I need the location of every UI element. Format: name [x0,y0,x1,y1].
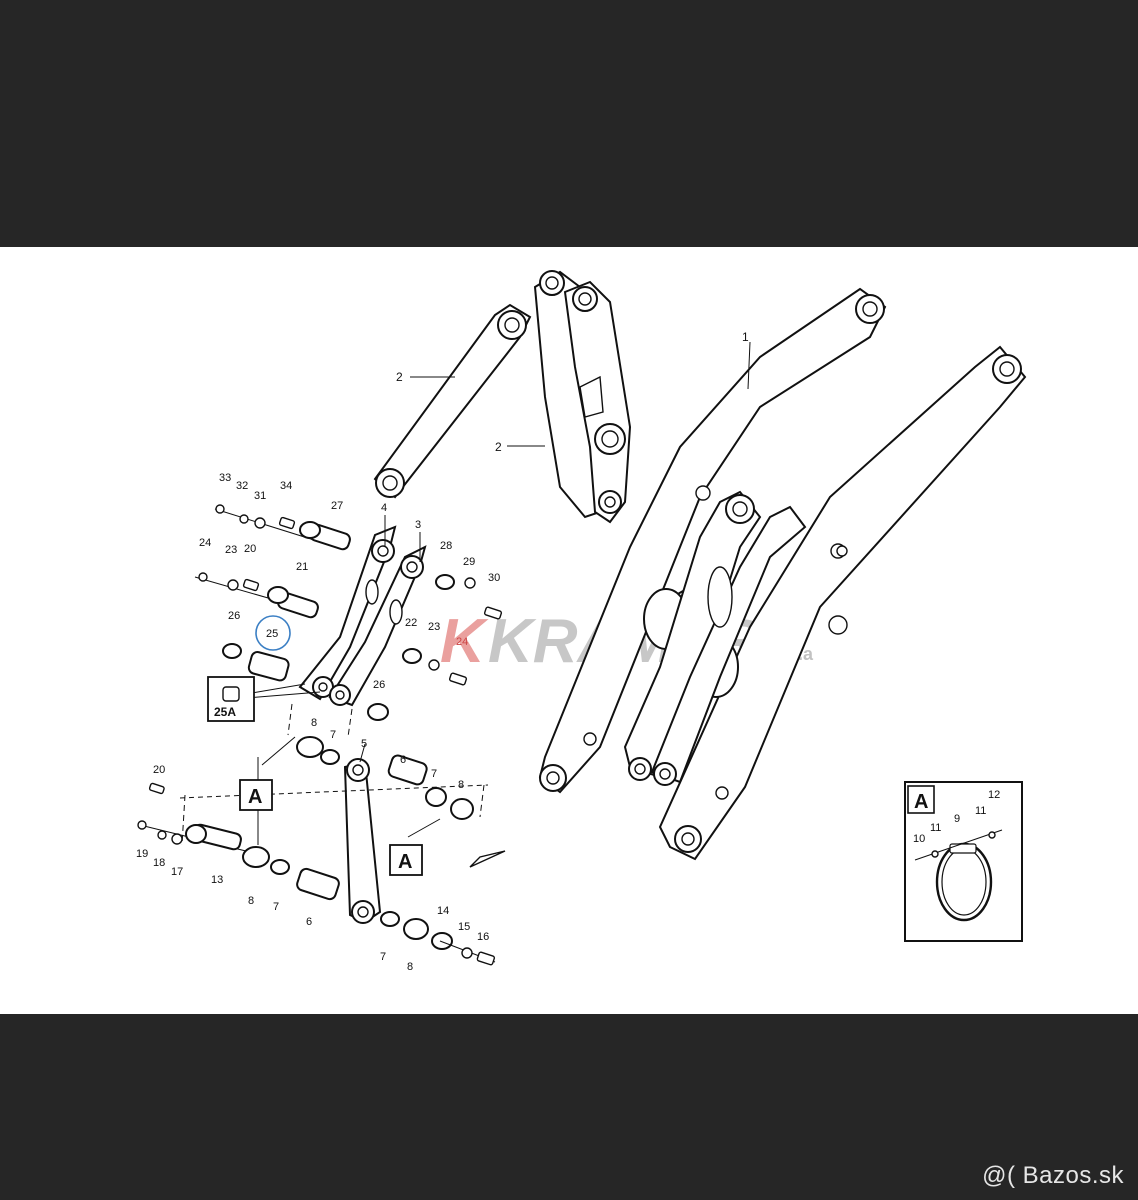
label-part-17: 17 [171,866,183,878]
label-part-23a: 23 [225,544,237,556]
label-part-20a: 20 [244,543,256,555]
label-part-8c: 8 [248,895,254,907]
svg-text:A: A [248,786,262,808]
parts-exploded-diagram: K KRAMER s.a [136,270,1027,973]
label-part-1: 1 [742,330,749,344]
label-part-12: 12 [988,789,1000,801]
label-part-34: 34 [280,480,292,492]
label-part-2a: 2 [396,370,403,384]
top-black-band [0,0,1138,247]
svg-text:A: A [398,851,412,873]
label-part-31: 31 [254,490,266,502]
link-5 [343,758,382,924]
label-part-4: 4 [381,502,387,514]
label-part-28: 28 [440,540,452,552]
label-part-11a: 11 [930,822,941,834]
label-part-9: 9 [954,813,960,825]
svg-text:A: A [914,791,928,813]
label-part-7a: 7 [330,729,336,741]
label-part-7d: 7 [380,951,386,963]
label-part-10: 10 [913,833,925,845]
label-part-7b: 7 [431,768,437,780]
pins-and-hardware [137,504,506,966]
detail-a-callout-1: A [239,779,273,811]
svg-text:25A: 25A [214,705,236,719]
label-part-30: 30 [488,572,500,584]
label-part-23b: 23 [428,621,440,633]
label-part-11b: 11 [975,805,986,817]
label-part-22: 22 [405,617,417,629]
label-part-7c: 7 [273,901,279,913]
label-part-18: 18 [153,857,165,869]
label-part-2b: 2 [495,440,502,454]
highlight-circle-25 [255,615,291,651]
detail-25a-box: 25A [207,676,255,722]
label-part-27: 27 [331,500,343,512]
label-part-21: 21 [296,561,308,573]
bellcrank-2 [533,270,632,524]
label-part-26a: 26 [228,610,240,622]
label-part-20b: 20 [153,764,165,776]
source-watermark: @( Bazos.sk [982,1162,1124,1189]
label-part-19: 19 [136,848,148,860]
label-part-8d: 8 [407,961,413,973]
parts-diagram-panel: K KRAMER s.a [0,247,1138,1014]
label-part-32: 32 [236,480,248,492]
label-part-8a: 8 [311,717,317,729]
label-part-33: 33 [219,472,231,484]
label-part-25: 25 [266,628,278,640]
detail-a-callout-2: A [389,844,423,876]
label-part-6b: 6 [306,916,312,928]
label-part-29: 29 [463,556,475,568]
label-part-8b: 8 [458,779,464,791]
label-part-26b: 26 [373,679,385,691]
label-part-14: 14 [437,905,449,917]
label-part-3: 3 [415,519,421,531]
boom-arm [538,287,1027,861]
inset-detail-a: A [904,781,1023,942]
label-part-13: 13 [211,874,223,886]
tilt-link-3-4 [298,525,427,707]
label-part-24b: 24 [456,636,468,648]
part-number-labels: 1 2 2 4 3 33 32 31 34 27 24 23 20 21 28 … [136,330,1000,973]
label-part-15: 15 [458,921,470,933]
bottom-black-band: @( Bazos.sk [0,1014,1138,1200]
label-part-5: 5 [361,738,367,750]
label-part-6a: 6 [400,754,406,766]
link-rod-2 [373,303,532,499]
label-part-16: 16 [477,931,489,943]
label-part-24a: 24 [199,537,211,549]
watermark-k: K [440,607,489,676]
